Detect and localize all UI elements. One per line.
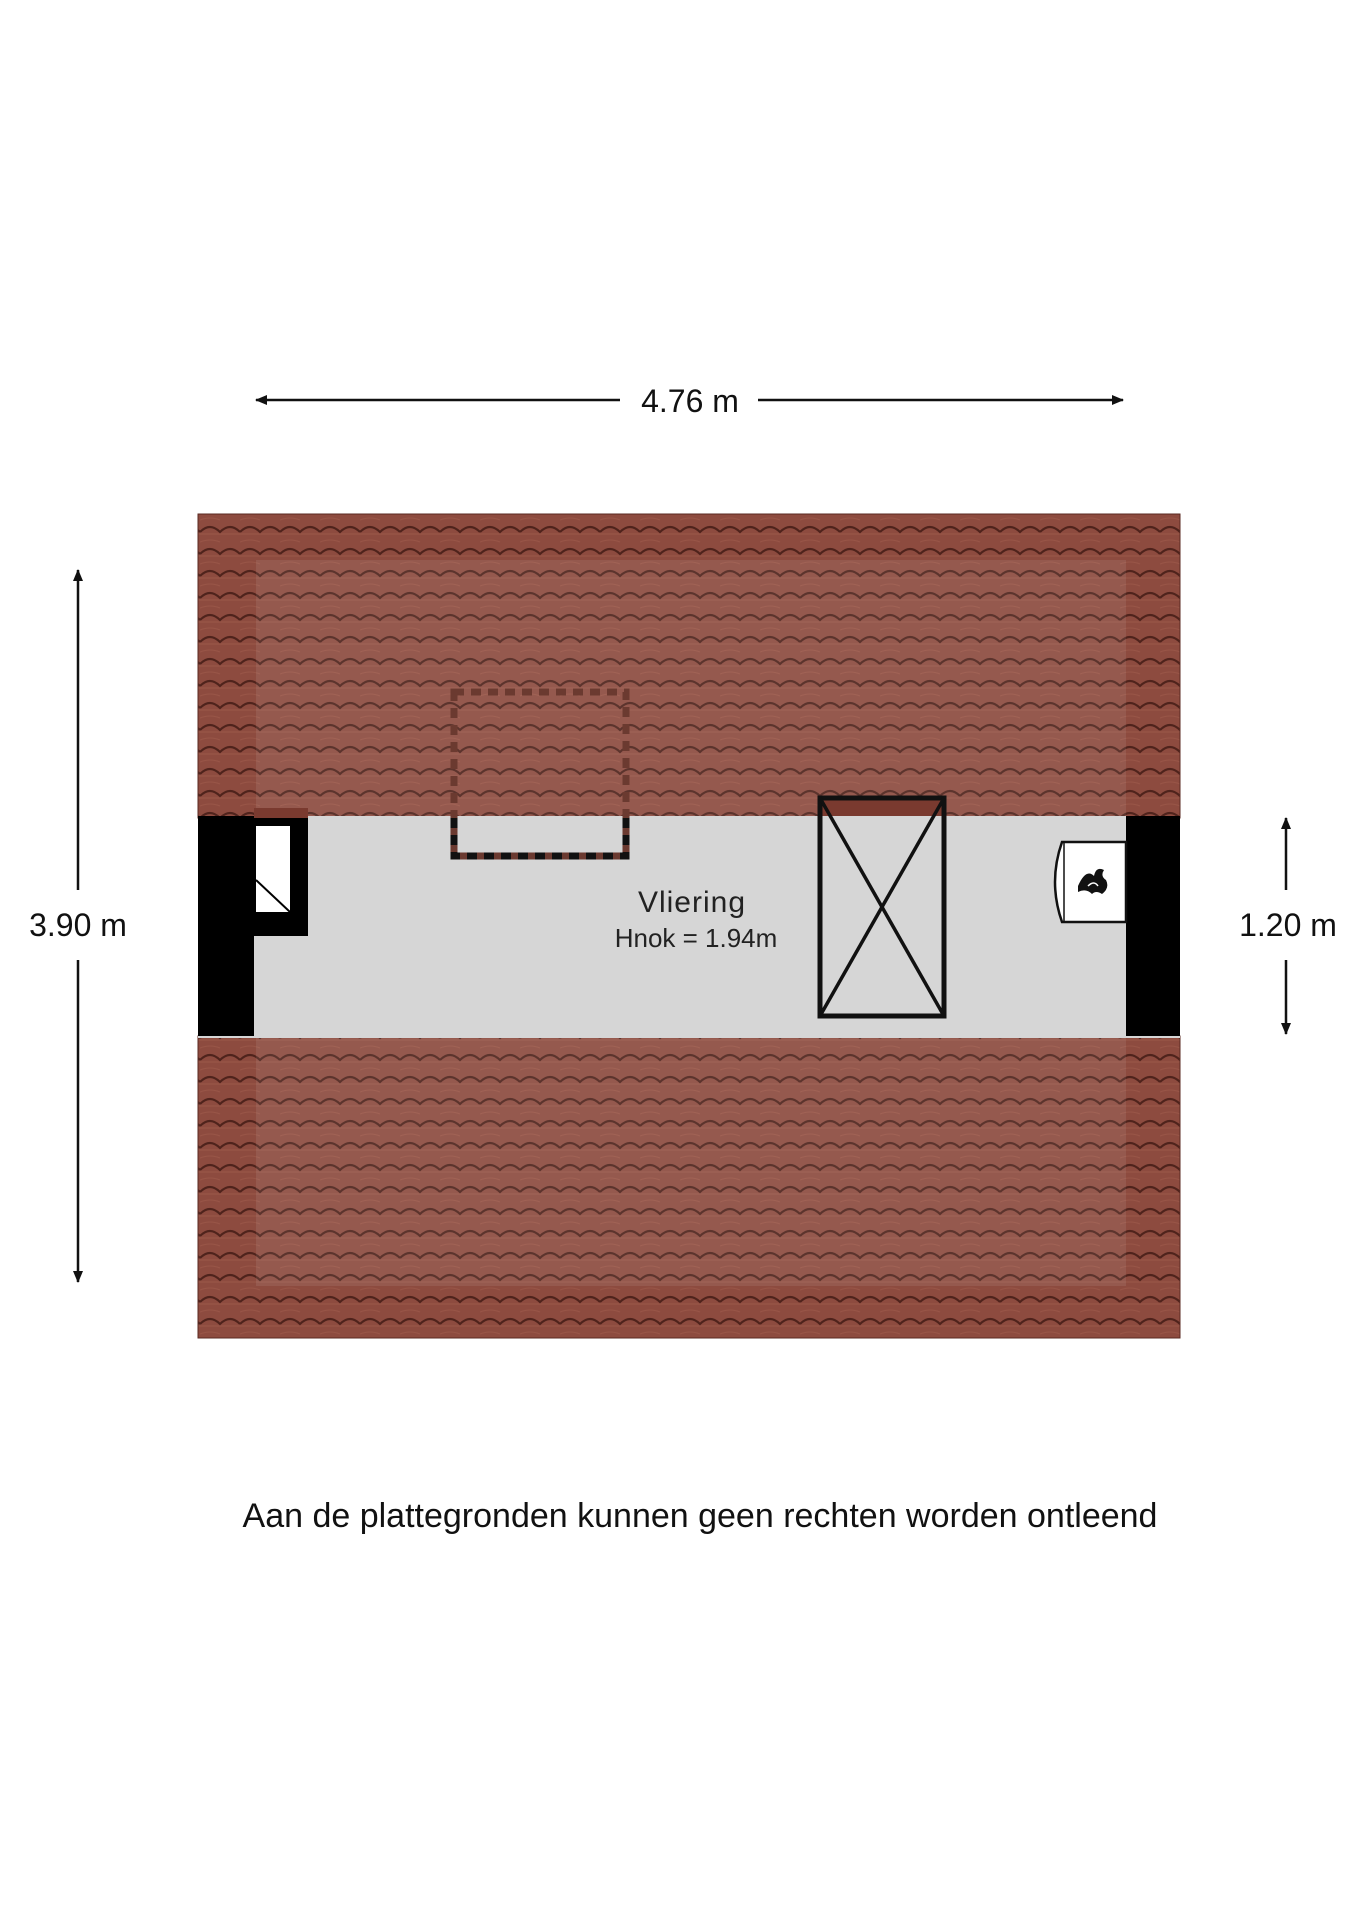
attic-hatch bbox=[817, 795, 947, 1019]
left-wall bbox=[198, 808, 308, 1036]
boiler bbox=[1053, 840, 1128, 924]
inner-label: 1.20 m bbox=[1239, 907, 1337, 943]
chimney-duct bbox=[256, 826, 290, 912]
depth-label: 3.90 m bbox=[29, 907, 127, 943]
dimension-width: 4.76 m bbox=[255, 383, 1124, 419]
width-label: 4.76 m bbox=[641, 383, 739, 419]
right-wall bbox=[1126, 816, 1180, 1036]
room-name: Vliering bbox=[638, 886, 746, 919]
roof-top-slope bbox=[197, 513, 1181, 819]
disclaimer: Aan de plattegronden kunnen geen rechten… bbox=[242, 1497, 1158, 1535]
ridge-height: Hnok = 1.94m bbox=[615, 923, 778, 953]
skylight bbox=[450, 688, 630, 860]
attic-floor bbox=[198, 816, 1180, 1038]
roof-bottom-slope bbox=[197, 1035, 1181, 1339]
dimension-inner: 1.20 m bbox=[1239, 817, 1337, 1035]
dimension-depth: 3.90 m bbox=[29, 569, 127, 1283]
flame-icon bbox=[1078, 868, 1108, 894]
